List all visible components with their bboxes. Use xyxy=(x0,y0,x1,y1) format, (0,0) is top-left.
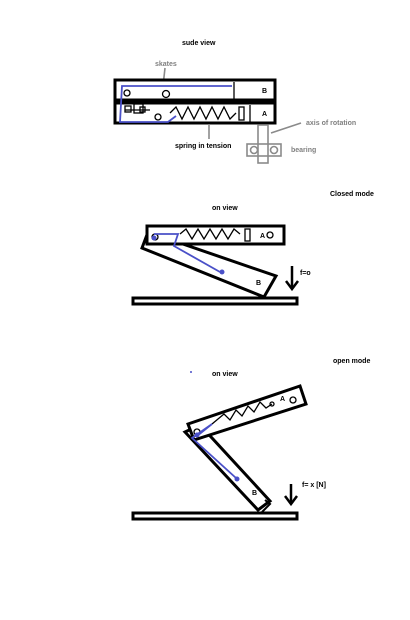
spring-side xyxy=(169,105,237,121)
bearing-ball-1 xyxy=(249,145,259,155)
skate-wheel-2 xyxy=(161,89,171,99)
closed-force-label: f=o xyxy=(300,270,311,277)
open-spring-end xyxy=(269,401,275,407)
axis-label: axis of rotation xyxy=(306,120,356,127)
open-wheel xyxy=(289,396,297,404)
axis-pointer xyxy=(270,122,302,134)
spring-anchor xyxy=(238,106,245,121)
open-arm-a-label: A xyxy=(280,396,285,403)
bearing-label: bearing xyxy=(291,147,316,154)
bearing-ball-2 xyxy=(269,145,279,155)
closed-spring xyxy=(179,227,241,241)
open-force-arrowhead xyxy=(284,495,298,507)
closed-mode: Closed mode on view B A f=o xyxy=(131,191,374,306)
side-view: sude view skates B A spring in tension xyxy=(113,40,356,164)
open-spring xyxy=(211,400,273,425)
bracket-box-1 xyxy=(124,105,132,113)
side-view-title: sude view xyxy=(182,40,216,47)
open-view-title: on view xyxy=(212,371,238,378)
bearing-housing xyxy=(246,143,282,157)
closed-spring-anchor xyxy=(244,228,251,242)
spring-label: spring in tension xyxy=(175,143,231,150)
skate-track-blue xyxy=(119,85,232,123)
open-force-label: f= x [N] xyxy=(302,482,326,489)
open-blue-link xyxy=(190,423,237,479)
closed-blue-joint-2 xyxy=(219,269,225,275)
open-blue-joint-2 xyxy=(234,476,240,482)
closed-arm-a-label: A xyxy=(260,233,265,240)
open-hook xyxy=(261,499,272,513)
closed-mode-title: Closed mode xyxy=(330,191,374,198)
plate-b-label: B xyxy=(262,88,267,95)
closed-force-arrowhead xyxy=(285,280,299,292)
closed-view-title: on view xyxy=(212,205,238,212)
open-ground xyxy=(131,511,299,521)
stray-dot xyxy=(190,371,192,373)
skate-wheel-3 xyxy=(154,113,162,121)
skate-wheel-1 xyxy=(123,89,131,97)
open-blue-joint-1 xyxy=(194,432,200,438)
open-arm-a xyxy=(186,384,308,442)
open-mode-title: open mode xyxy=(333,358,370,365)
open-mode: open mode on view B A f= x [N] xyxy=(131,358,370,521)
plate-b xyxy=(113,78,277,102)
closed-arm-b-label: B xyxy=(256,280,261,287)
plate-a-label: A xyxy=(262,111,267,118)
closed-blue-joint-1 xyxy=(151,235,157,241)
closed-blue-link xyxy=(154,233,221,273)
skates-label: skates xyxy=(155,61,177,68)
open-arm-b-label: B xyxy=(252,490,257,497)
closed-wheel xyxy=(266,231,274,239)
closed-ground xyxy=(131,296,299,306)
bracket-box-2 xyxy=(133,103,144,114)
